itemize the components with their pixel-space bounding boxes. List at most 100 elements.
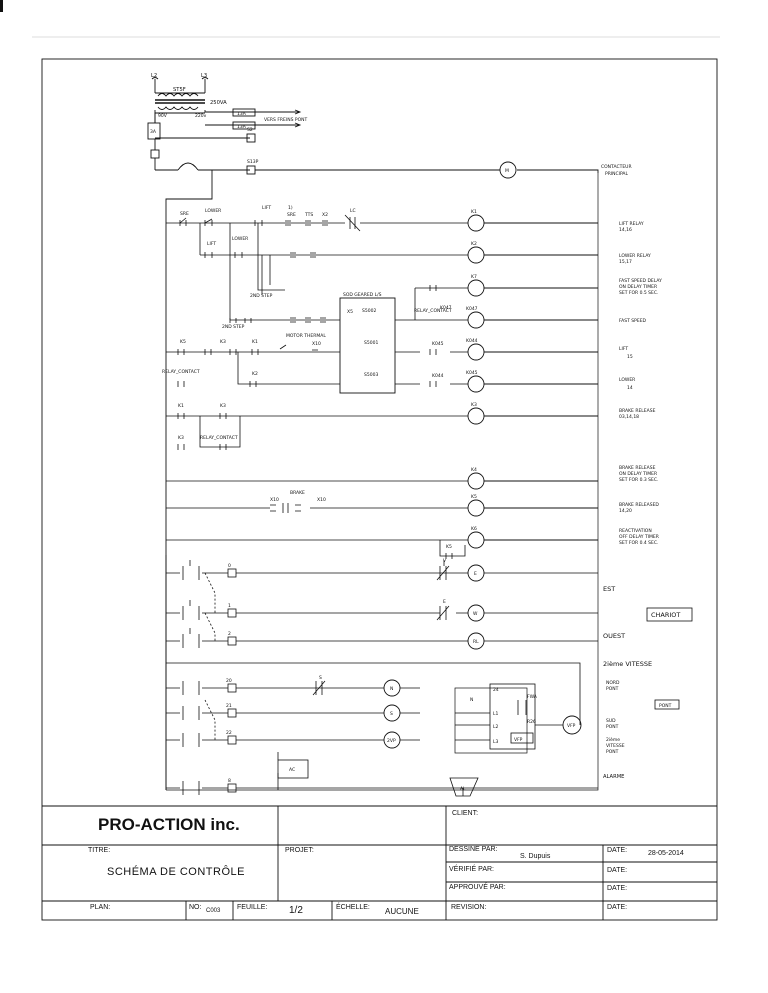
label-l2: L2 (493, 724, 499, 730)
rl-lower-relay: LOWER RELAY (619, 253, 651, 259)
label-k1b: K1 (178, 403, 184, 409)
label-lower: LOWER (205, 208, 221, 214)
rl-br2: ON DELAY TIMER (619, 471, 657, 477)
revision-label: REVISION: (451, 904, 487, 911)
label-v: V (443, 558, 447, 564)
coil-al: AL (460, 786, 466, 792)
label-sod: SOD GEARED L/S (343, 292, 382, 298)
no-value: C003 (206, 908, 221, 914)
terminal-1: 1 (228, 603, 231, 609)
label-220v: 220v (195, 113, 207, 119)
rl-sud2: PONT (606, 724, 619, 730)
verifie-label: VÉRIFIÉ PAR: (449, 866, 494, 873)
rl-re2: OFF DELAY TIMER (619, 534, 659, 540)
rl-sud1: SUD (606, 718, 616, 724)
drawing-title: SCHÉMA DE CONTRÔLE (107, 866, 245, 878)
coil-k045: K045 (466, 370, 478, 376)
coil-n: N (390, 686, 393, 692)
rl-vitesse: 2ième VITESSE (603, 660, 652, 668)
rl-lift-sub: 15 (627, 354, 633, 360)
rl-br3: SET FOR 0.3 SEC. (619, 477, 658, 483)
label-s5001: S5001 (364, 340, 378, 346)
label-l1: L1 (493, 711, 499, 717)
date-label-3: DATE: (607, 885, 628, 892)
coil-k1: K1 (471, 209, 477, 215)
coil-k044: K044 (466, 338, 478, 344)
date-value: 28-05-2014 (648, 850, 684, 857)
geared-limit-switch-box (339, 297, 396, 394)
contacts (177, 217, 453, 559)
label-k3d: K3 (178, 435, 184, 441)
date-label-1: DATE: (607, 847, 628, 854)
label-fuse1: 13A (237, 111, 247, 117)
rl-alarme: ALARME (603, 774, 624, 780)
label-s13p: S13P (247, 159, 259, 165)
label-k044: K044 (432, 373, 444, 379)
titre-label: TITRE: (88, 847, 111, 854)
rl-fast-speed: FAST SPEED (619, 318, 647, 324)
coil-2vp: 2VP (387, 738, 396, 744)
coil-w: W (473, 611, 478, 617)
no-label: NO: (189, 904, 202, 911)
rl-lift-relay: LIFT RELAY (619, 221, 644, 227)
rl-brake-release-sub: 03,14,18 (619, 414, 639, 420)
echelle-label: ÉCHELLE: (336, 904, 370, 911)
label-tts: TTS (304, 212, 313, 218)
terminal-0: 0 (228, 563, 231, 569)
label-vfp-box: VFP (514, 737, 523, 743)
approuve-label: APPROUVÉ PAR: (449, 884, 506, 891)
coil-k7: K7 (471, 274, 477, 280)
ladder-rungs (166, 214, 468, 557)
rl-lower-relay-sub: 15,17 (619, 259, 632, 265)
label-r26: R26 (527, 719, 536, 725)
feuille-value: 1/2 (289, 905, 303, 916)
date-label-2: DATE: (607, 867, 628, 874)
feuille-label: FEUILLE: (237, 904, 268, 911)
rl-lower-sub: 14 (627, 385, 633, 391)
rl-v2b: VITESSE (606, 743, 625, 749)
rl-v2c: PONT (606, 749, 619, 755)
coil-s: S (390, 711, 393, 717)
label-fwa: FWA (527, 694, 538, 700)
label-3a: 3A (150, 129, 157, 135)
coil-k6: K6 (471, 526, 477, 532)
drawing-border (41, 58, 718, 921)
label-s5003: S5003 (364, 372, 378, 378)
label-x10c: X10 (317, 497, 326, 503)
label-n1: 1) (288, 205, 293, 211)
label-lift2: LIFT (207, 241, 216, 247)
label-x10: X10 (312, 341, 321, 347)
coil-k5: K5 (471, 494, 477, 500)
label-sre: SRE (180, 211, 189, 217)
transformer (147, 77, 302, 170)
label-k5: K5 (180, 339, 186, 345)
dessine-value: S. Dupuis (520, 853, 551, 860)
rl-fast1: FAST SPEED DELAY (619, 278, 662, 284)
rl-fast2: ON DELAY TIMER (619, 284, 657, 290)
rl-lift: LIFT (619, 346, 628, 352)
label-sre2: SRE (287, 212, 296, 218)
pendant-section (165, 555, 693, 797)
dessine-label: DESSINÉ PAR: (449, 846, 498, 853)
plan-label: PLAN: (90, 904, 111, 911)
terminal-21: 21 (226, 703, 232, 709)
rl-brake-released: BRAKE RELEASED (619, 502, 659, 508)
label-k3c: K3 (220, 403, 226, 409)
label-k045: K045 (432, 341, 444, 347)
scan-mark (0, 0, 3, 12)
rl-ouest: OUEST (603, 632, 625, 640)
label-90v: 90V (158, 113, 168, 119)
rl-re3: SET FOR 0.4 SEC. (619, 540, 658, 546)
label-l3: L3 (201, 73, 207, 79)
label-relay-contact-l: RELAY_CONTACT (162, 369, 200, 375)
label-e: E (443, 599, 446, 605)
rl-v2a: 2ième (606, 736, 620, 743)
coil-k4: K4 (471, 467, 477, 473)
rl-br1: BRAKE RELEASE (619, 465, 656, 471)
coil-k2: K2 (471, 241, 477, 247)
label-x2: X2 (322, 212, 328, 218)
label-x10b: X10 (270, 497, 279, 503)
title-block-grid (42, 805, 717, 920)
